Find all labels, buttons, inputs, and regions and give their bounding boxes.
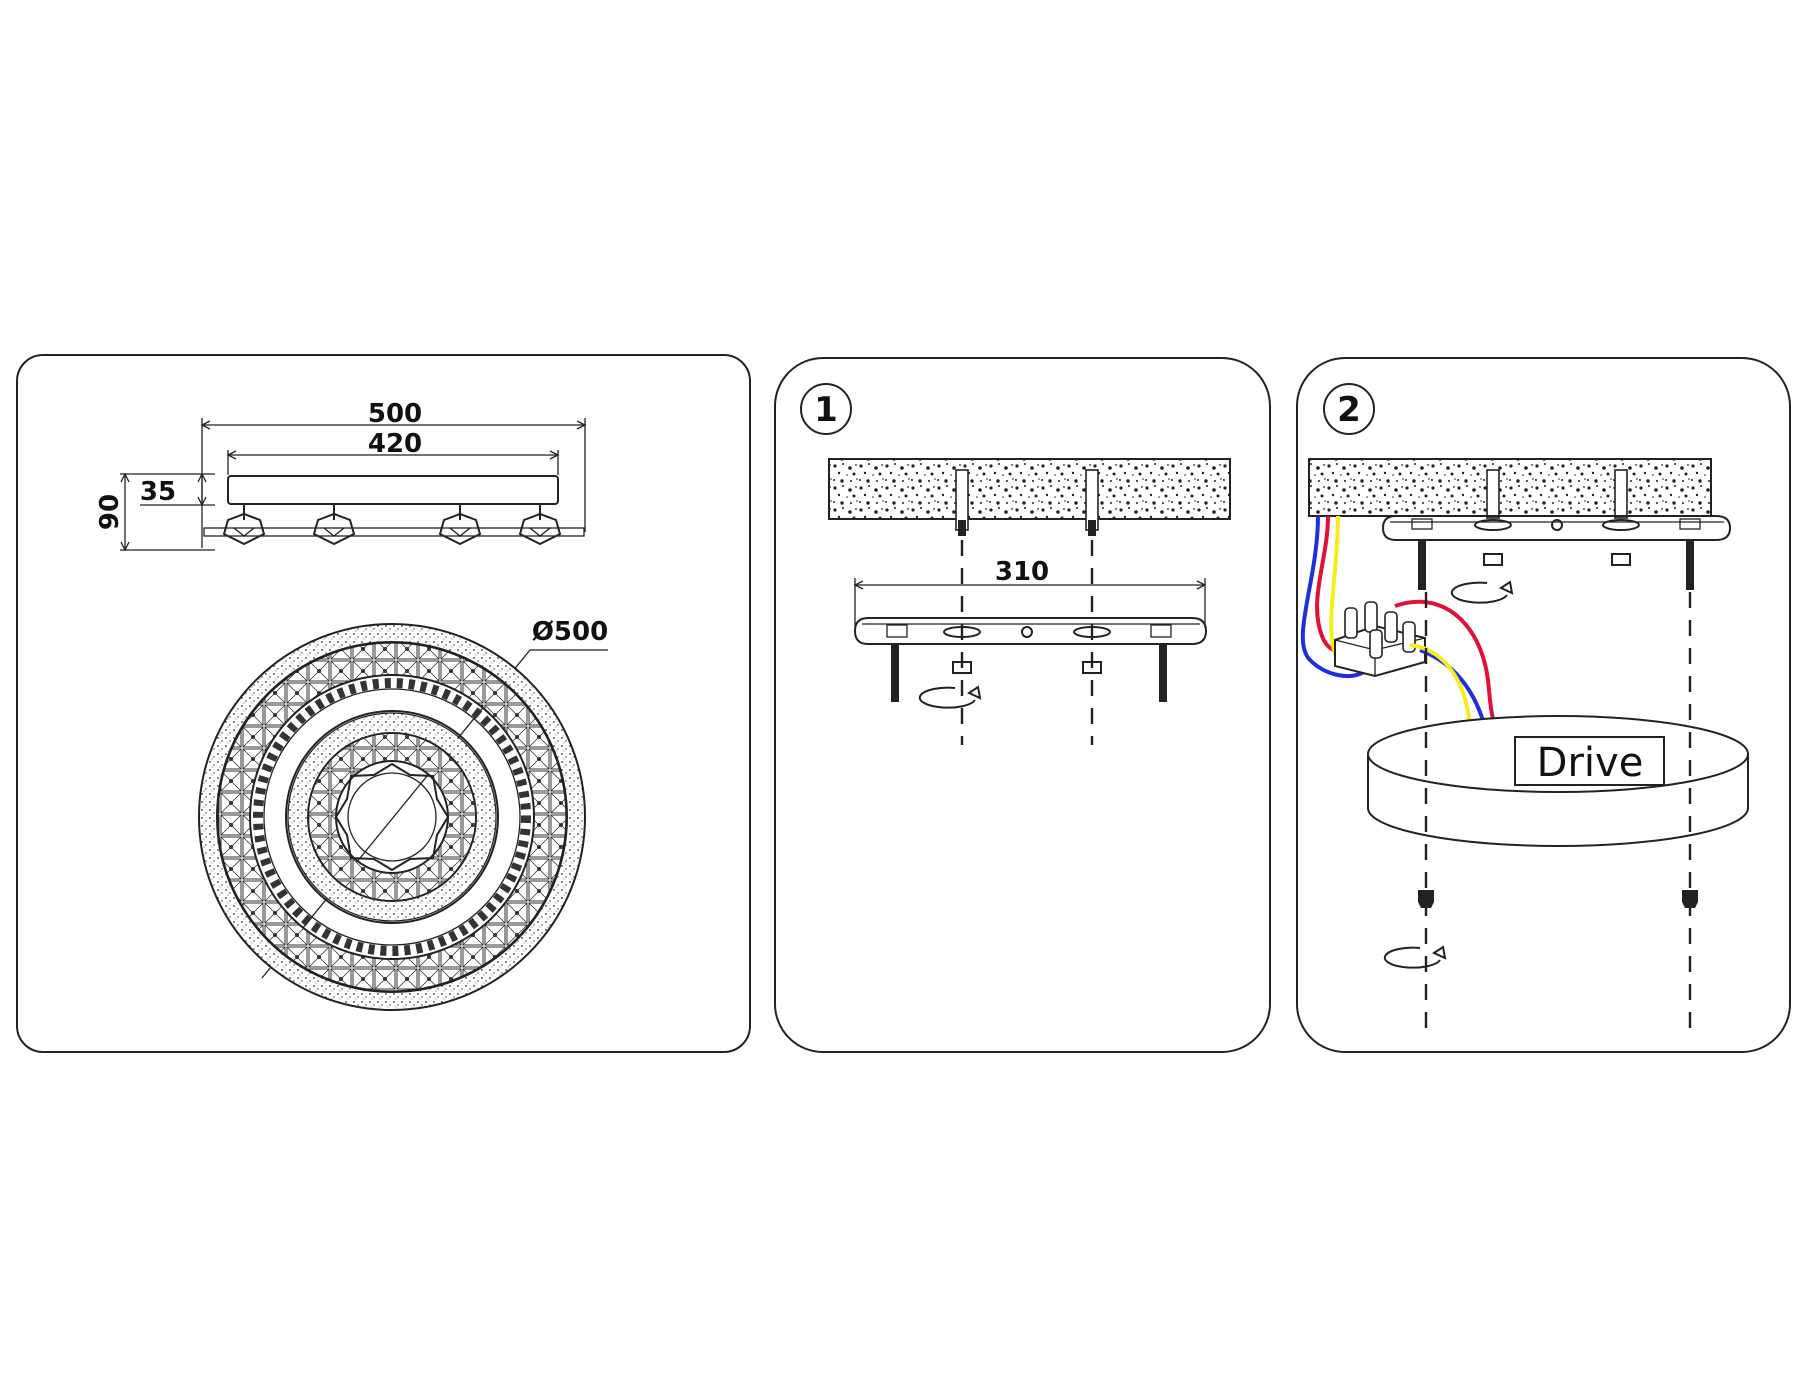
crystal-clusters [203,504,585,546]
fixture-side-view: 500 420 90 35 [95,399,587,552]
rotate-arrow-icon [1450,580,1514,604]
panel-step2: 2 [1296,357,1791,1053]
dim-plate-height-label: 35 [140,477,176,507]
dim-hole-spacing-label: 310 [995,557,1049,587]
step1-badge [800,383,852,435]
rotate-arrow-icon [1383,945,1447,969]
rotate-arrow-icon [918,685,982,709]
dim-total-width-label: 500 [368,399,422,429]
dim-diameter-label: Ø500 [532,617,608,647]
ceiling-slab-2 [1308,458,1712,517]
step2-badge [1323,383,1375,435]
mounting-bracket-2 [1381,515,1732,590]
cap-nuts [1418,890,1698,908]
panel-step1: 1 310 [774,357,1271,1053]
terminal-block [1334,601,1426,678]
step2-number: 2 [1337,390,1361,430]
ceiling-slab-1 [828,458,1231,520]
step1-number: 1 [814,390,838,430]
fixture-top-view: Ø500 [198,617,608,1011]
panel-spec: 500 420 90 35 [16,354,751,1053]
panel-spec-frame [16,354,751,1053]
dim-height-label: 90 [95,494,125,530]
mounting-bracket-1 [853,617,1208,702]
dim-plate-width-label: 420 [368,429,422,459]
panel-step1-frame [774,357,1271,1053]
ceiling-anchors-1 [955,469,1099,536]
ceiling-plate-side [227,475,559,505]
driver-box [1514,736,1665,786]
nuts-1 [952,661,1102,674]
driver-label: Drive [1537,740,1644,786]
panel-step2-frame [1296,357,1791,1053]
